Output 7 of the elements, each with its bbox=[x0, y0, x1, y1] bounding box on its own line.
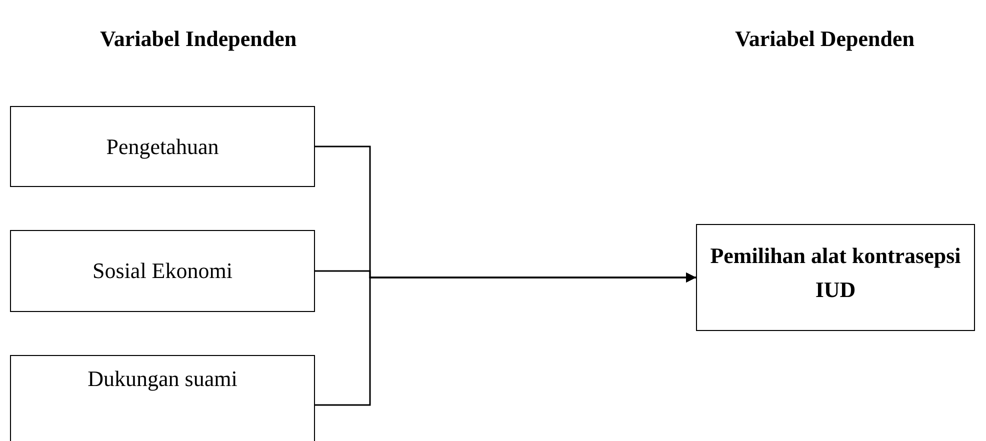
column-heading: Variabel Dependen bbox=[735, 25, 914, 53]
variable-box: Dukungan suami bbox=[10, 355, 315, 441]
column-heading: Variabel Independen bbox=[100, 25, 297, 53]
variable-box: Pengetahuan bbox=[10, 106, 315, 187]
outcome-box: Pemilihan alat kontrasepsi IUD bbox=[696, 224, 975, 331]
variable-box: Sosial Ekonomi bbox=[10, 230, 315, 312]
connector-arrow bbox=[315, 272, 696, 406]
